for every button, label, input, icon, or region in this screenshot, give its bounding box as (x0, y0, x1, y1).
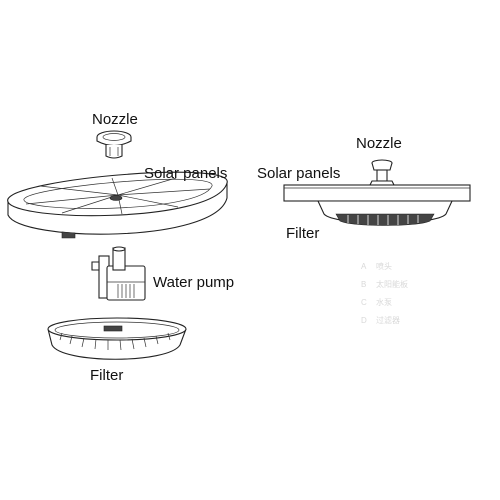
faint-legend-text: 喷头 (376, 261, 392, 271)
left-water-pump-part (91, 246, 146, 301)
faint-legend-letter: C (361, 298, 367, 307)
solar-panel-segments (25, 177, 211, 215)
left-solar-panels-label: Solar panels (144, 165, 227, 182)
left-water-pump-label: Water pump (153, 274, 234, 291)
right-filter-slots (347, 215, 419, 225)
pump-intake-grille (117, 284, 135, 298)
faint-legend: A 喷头 B 太阳能板 C 水泵 D 过滤器 (361, 261, 408, 325)
left-filter-part (47, 317, 187, 360)
right-nozzle-label: Nozzle (356, 135, 402, 152)
left-filter-label: Filter (90, 367, 123, 384)
filter-mesh (59, 332, 171, 351)
left-nozzle-label: Nozzle (92, 111, 138, 128)
right-solar-panels-label: Solar panels (257, 165, 340, 182)
faint-legend-text: 太阳能板 (376, 279, 408, 289)
right-filter-part (317, 200, 453, 226)
right-nozzle-part (369, 159, 395, 186)
right-solar-panel-part (283, 184, 471, 202)
faint-legend-text: 水泵 (376, 297, 392, 307)
left-nozzle-part (96, 130, 132, 159)
faint-legend-text: 过滤器 (376, 315, 400, 325)
faint-legend-letter: A (361, 262, 367, 271)
faint-legend-letter: B (361, 280, 366, 289)
left-solar-panel-part (7, 171, 228, 239)
faint-legend-letter: D (361, 316, 367, 325)
right-filter-label: Filter (286, 225, 319, 242)
